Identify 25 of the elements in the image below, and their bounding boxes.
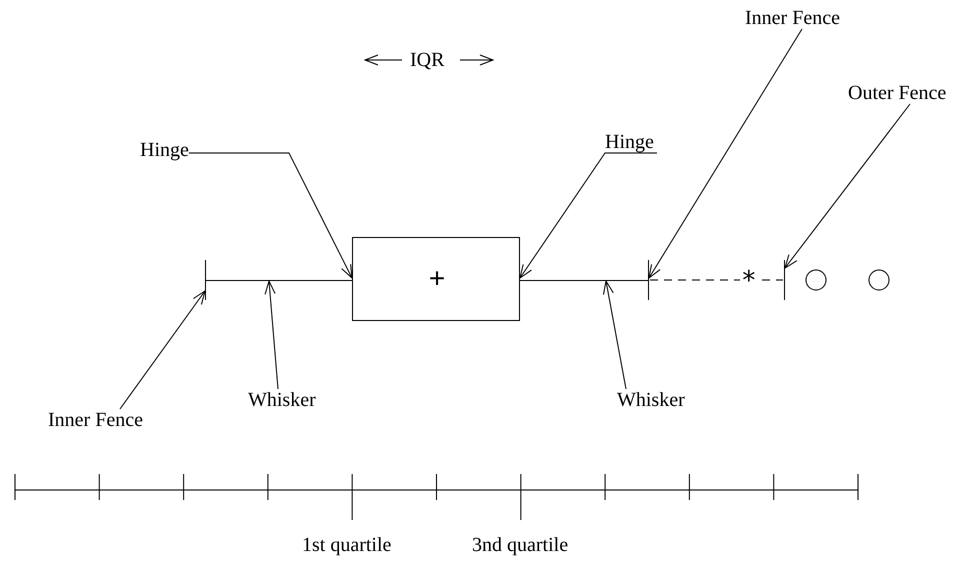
leader-line <box>520 152 658 278</box>
leader-line <box>188 152 352 278</box>
whisker-line <box>520 280 648 281</box>
part-label: Whisker <box>248 389 316 411</box>
part-label: Outer Fence <box>848 82 946 104</box>
range-label: IQR <box>410 49 444 71</box>
fence-mark <box>648 260 649 300</box>
part-label: Hinge <box>140 139 189 161</box>
part-label: Whisker <box>617 389 685 411</box>
fence-mark <box>205 260 206 300</box>
leader-line <box>264 280 278 390</box>
axis-label: 3nd quartile <box>472 534 568 556</box>
axis-label: 1st quartile <box>302 534 392 556</box>
leader-line <box>648 28 802 278</box>
leader-line <box>120 290 206 410</box>
part-label: Inner Fence <box>745 7 840 29</box>
part-label: Inner Fence <box>48 409 143 431</box>
whisker-line <box>206 280 352 281</box>
mean-marker: + <box>428 262 446 294</box>
fence-mark <box>784 260 785 300</box>
part-label: Hinge <box>605 131 654 153</box>
leader-line <box>784 104 910 268</box>
leader-line <box>602 280 626 390</box>
box-plot-box <box>352 237 520 321</box>
outlier-asterisk: * <box>741 270 757 292</box>
